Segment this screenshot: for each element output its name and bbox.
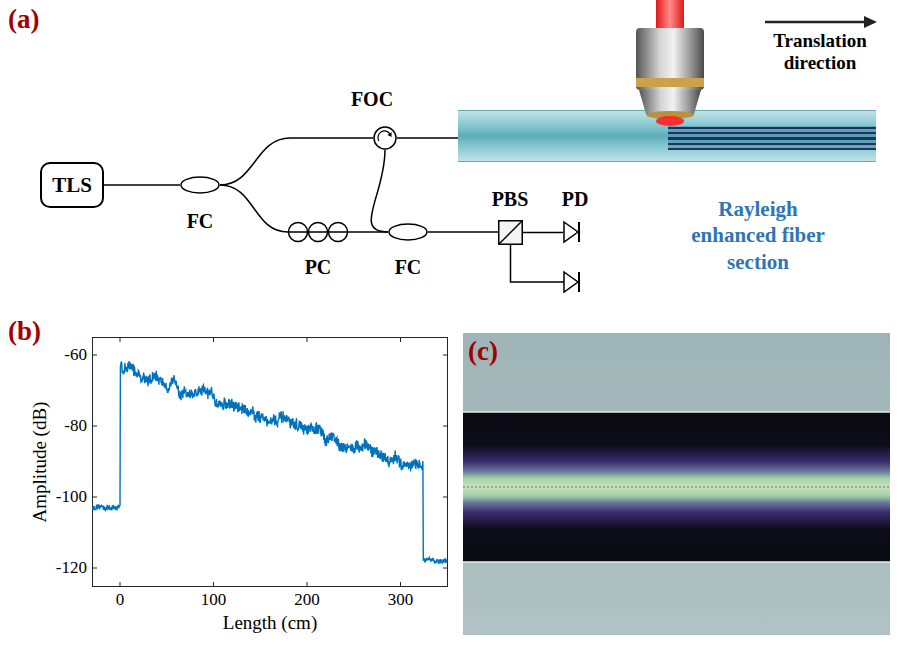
fiber-connection [220,138,373,185]
tick-label: 300 [388,590,414,610]
coupler-ellipse [389,224,427,240]
cube-outline [499,221,523,245]
fiber-wire [511,245,565,282]
component-label: PD [562,188,589,211]
cladding-edge [463,561,890,563]
loops-symbol [288,220,348,244]
tick-label: 0 [116,590,125,610]
fiber-edge [458,161,876,162]
cladding-edge [463,411,890,413]
node-label: TLS [52,173,92,198]
fiber-connection [220,185,288,232]
panel-label: (b) [8,316,41,347]
fiber-connection [523,232,563,234]
tick-label: -80 [64,416,87,436]
fiber-optic-circulator: FOC [373,126,397,150]
inscribed-line [668,127,876,129]
tick-label: 200 [294,590,320,610]
diode-symbol [563,222,583,242]
photodiode-symbol [564,272,578,292]
inscribed-line [668,143,876,145]
direction-arrow [765,21,866,24]
tick-marks [92,337,448,587]
section-label: Rayleigh enhanced fiber section [681,196,835,275]
inscribed-line [668,132,876,134]
fiber-coupler: FC [388,223,428,241]
optical-fiber [458,110,876,162]
fiber-connection [104,184,180,186]
panel-label: (c) [468,336,498,367]
plot-frame [93,338,448,587]
circulator-circle [374,127,396,149]
inscribed-line [668,148,876,150]
enhanced-core [668,126,876,150]
fiber-wire [288,231,348,233]
objective-ring [636,78,704,87]
polarization-controller: PC [288,220,348,244]
fiber-coupler: FC [180,176,220,194]
cube-diagonal [499,221,522,244]
fiber-loop [289,223,308,242]
circulator-arc [378,131,390,141]
component-label: FOC [351,88,393,111]
ellipse-symbol [180,176,220,194]
fiber-connection [428,231,498,233]
axis-title: Amplitude (dB) [29,402,51,523]
component-label: FC [187,210,214,233]
circulator-head [388,132,392,137]
direction-arrowhead [864,16,877,28]
tick-label: 100 [201,590,227,610]
fiber-loop [309,223,328,242]
micrograph-background [463,333,890,635]
coupler-ellipse [181,177,219,193]
component-label: PC [305,256,332,279]
circulator-symbol [373,126,397,150]
laser-spot [656,116,684,126]
objective-body [636,28,704,90]
tick-label: -100 [56,487,87,507]
objective-nose [639,90,701,114]
component-label: FC [395,256,422,279]
backscatter-trace [93,361,447,563]
inscribed-line [668,137,876,140]
inscribed-track [463,487,890,488]
fiber-connection [348,231,388,233]
component-label: PBS [492,188,529,211]
photodetector: PD [563,222,583,242]
fiber-connection [371,150,388,232]
polarization-beam-splitter: PBS [498,220,523,245]
axis-title: Length (cm) [223,612,317,634]
diode-triangle [564,222,578,242]
fiber-wire [397,137,458,139]
panel-label: (a) [8,4,39,35]
laser-source-box: TLS [40,162,104,208]
ellipse-symbol [388,223,428,241]
fiber-micrograph [463,412,890,562]
fiber-loop [329,223,348,242]
pbs-symbol [498,220,523,245]
tick-label: -60 [64,345,87,365]
tick-label: -120 [56,558,87,578]
photodiode-bar [578,272,580,292]
direction-label: Translation direction [760,30,880,74]
diode-bar [578,222,580,242]
